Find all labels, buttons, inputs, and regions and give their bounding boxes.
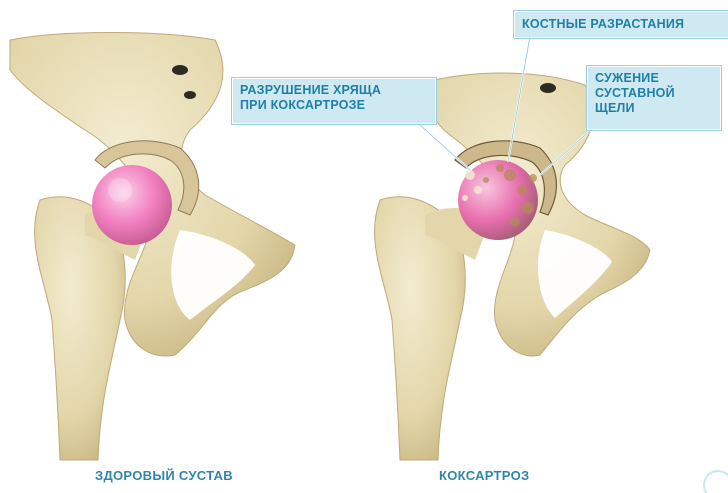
- callout-osteophytes: КОСТНЫЕ РАЗРАСТАНИЯ: [514, 11, 728, 38]
- callout-cartilage-destruction: РАЗРУШЕНИЕ ХРЯЩА ПРИ КОКСАРТРОЗЕ: [232, 78, 436, 124]
- femoral-head-healthy: [92, 165, 172, 245]
- caption-healthy-joint: ЗДОРОВЫЙ СУСТАВ: [95, 468, 233, 483]
- watermark-logo: [704, 471, 728, 493]
- caption-coxarthrosis: КОКСАРТРОЗ: [439, 468, 529, 483]
- coxarthrosis-joint: [375, 73, 650, 460]
- callout-joint-space-narrowing: СУЖЕНИЕ СУСТАВНОЙ ЩЕЛИ: [587, 66, 721, 130]
